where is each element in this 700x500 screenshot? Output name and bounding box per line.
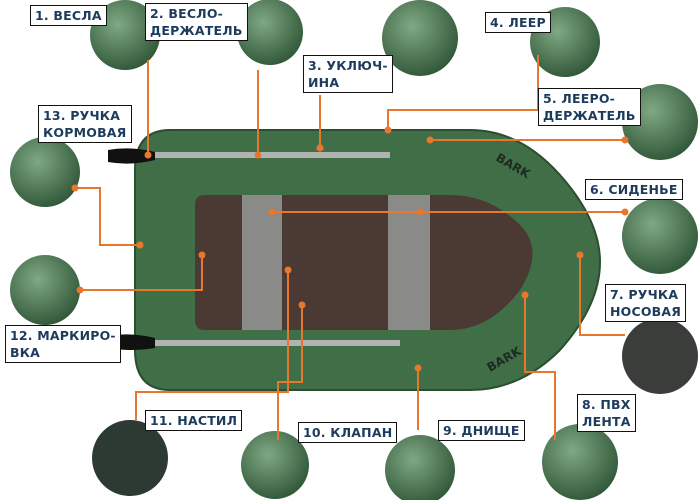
detail-floor	[92, 420, 168, 496]
detail-bottom	[385, 435, 455, 500]
label-stern-handle: 13. РУЧКА КОРМОВАЯ	[38, 105, 132, 143]
label-bow-handle: 7. РУЧКА НОСОВАЯ	[605, 284, 687, 322]
oar-bottom	[150, 340, 400, 346]
label-marking: 12. МАРКИРО- ВКА	[5, 325, 121, 363]
oar-top-blade	[108, 148, 155, 164]
detail-stern-handle	[10, 137, 80, 207]
label-oar-holder: 2. ВЕСЛО- ДЕРЖАТЕЛЬ	[145, 3, 248, 41]
detail-seat	[622, 198, 698, 274]
detail-valve	[241, 431, 309, 499]
label-floor: 11. НАСТИЛ	[145, 410, 243, 431]
detail-photos	[10, 0, 698, 500]
detail-pvc-tape	[542, 424, 618, 500]
detail-marking	[10, 255, 80, 325]
label-bottom: 9. ДНИЩЕ	[438, 420, 525, 441]
label-pvc-tape: 8. ПВХ ЛЕНТА	[577, 394, 636, 432]
label-oarlock: 3. УКЛЮЧ- ИНА	[303, 55, 393, 93]
label-seat: 6. СИДЕНЬЕ	[585, 179, 683, 200]
detail-rope-holder	[622, 84, 698, 160]
detail-oars	[90, 0, 160, 70]
leader-dots	[71, 126, 629, 372]
label-valve: 10. КЛАПАН	[298, 422, 398, 443]
seat-front	[388, 195, 430, 330]
detail-bow-handle	[622, 318, 698, 394]
label-rope: 4. ЛЕЕР	[485, 12, 551, 33]
leader-lines	[75, 55, 625, 440]
boat	[108, 129, 602, 391]
detail-oar-holder	[237, 0, 303, 65]
detail-oarlock	[382, 0, 458, 76]
label-rope-holder: 5. ЛЕЕРО- ДЕРЖАТЕЛЬ	[538, 88, 641, 126]
oar-top	[150, 152, 390, 158]
label-oars: 1. ВЕСЛА	[30, 5, 107, 26]
seat-rear	[242, 195, 282, 330]
